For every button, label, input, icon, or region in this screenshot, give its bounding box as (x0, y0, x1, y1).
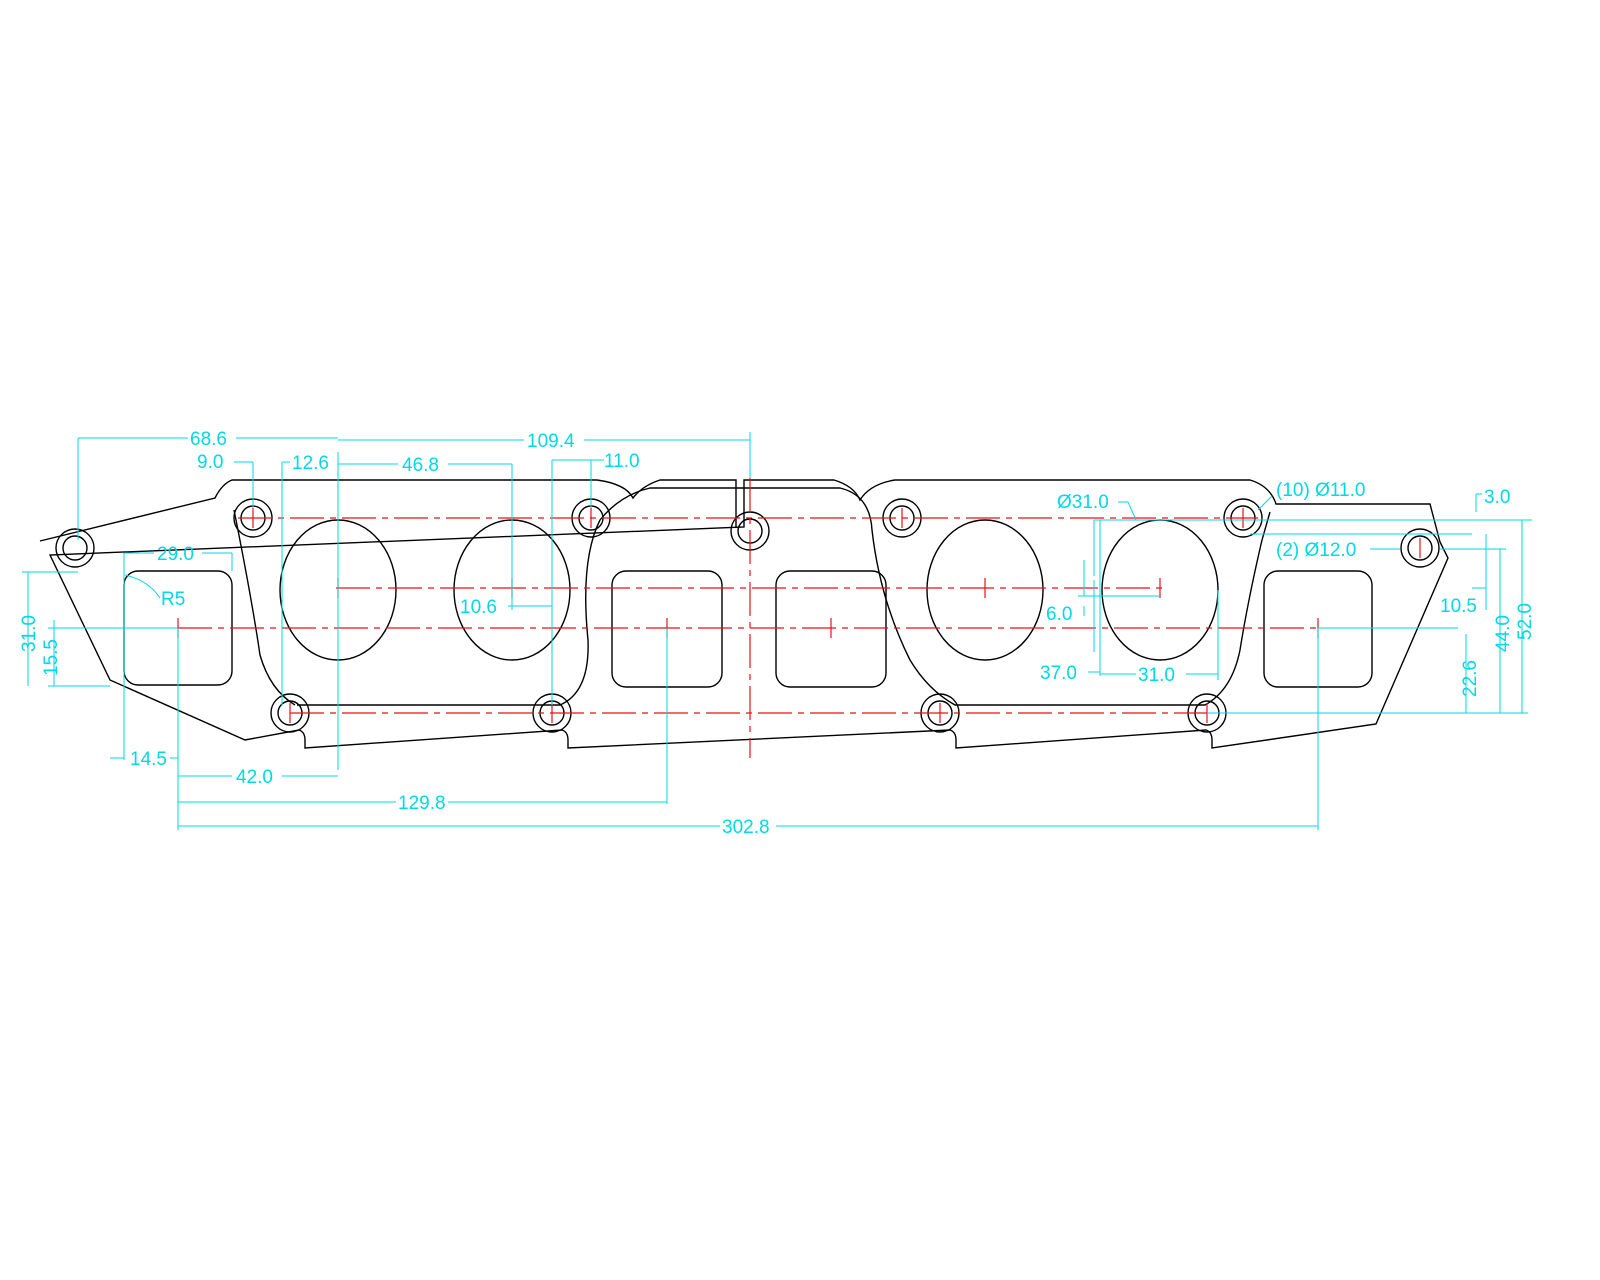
dim-diameter-31: Ø31.0 (1057, 492, 1109, 513)
dim-302-8: 302.8 (722, 817, 770, 838)
bolt-hole (1400, 528, 1440, 568)
dim-37-0: 37.0 (1040, 663, 1077, 684)
dim-68-6: 68.6 (190, 429, 227, 450)
dim-6-0: 6.0 (1046, 604, 1072, 625)
bolt-hole (55, 528, 95, 568)
dim-holes-10-dia-11: (10) Ø11.0 (1276, 480, 1365, 501)
dimension-labels: 68.6 109.4 9.0 12.6 46.8 11.0 29.0 R5 31… (19, 429, 1536, 838)
dim-52-0: 52.0 (1515, 603, 1536, 640)
dim-9-0: 9.0 (197, 452, 223, 473)
dim-42-0: 42.0 (236, 767, 273, 788)
dim-14-5: 14.5 (130, 749, 167, 770)
dim-3-0: 3.0 (1484, 487, 1510, 508)
dim-r5: R5 (161, 589, 185, 610)
port-oval-3 (926, 519, 1044, 661)
dim-46-8: 46.8 (402, 455, 439, 476)
dim-10-6: 10.6 (460, 597, 497, 618)
dim-10-5: 10.5 (1440, 596, 1477, 617)
dim-12-6: 12.6 (292, 453, 329, 474)
dim-31-0-left: 31.0 (19, 615, 40, 652)
gasket-outline (39, 479, 1449, 749)
dim-44-0: 44.0 (1493, 615, 1514, 652)
dim-129-8: 129.8 (398, 793, 446, 814)
dim-22-6: 22.6 (1460, 660, 1481, 697)
dim-29-0: 29.0 (157, 544, 194, 565)
dim-15-5: 15.5 (41, 639, 62, 676)
dimension-lines (22, 432, 1532, 830)
bolt-holes (55, 498, 1440, 733)
dim-31-0-bottom: 31.0 (1138, 665, 1175, 686)
dim-11-0: 11.0 (604, 451, 640, 472)
dim-holes-2-dia-12: (2) Ø12.0 (1276, 540, 1356, 561)
dim-109-4: 109.4 (527, 431, 575, 452)
port-square-3 (775, 570, 887, 688)
